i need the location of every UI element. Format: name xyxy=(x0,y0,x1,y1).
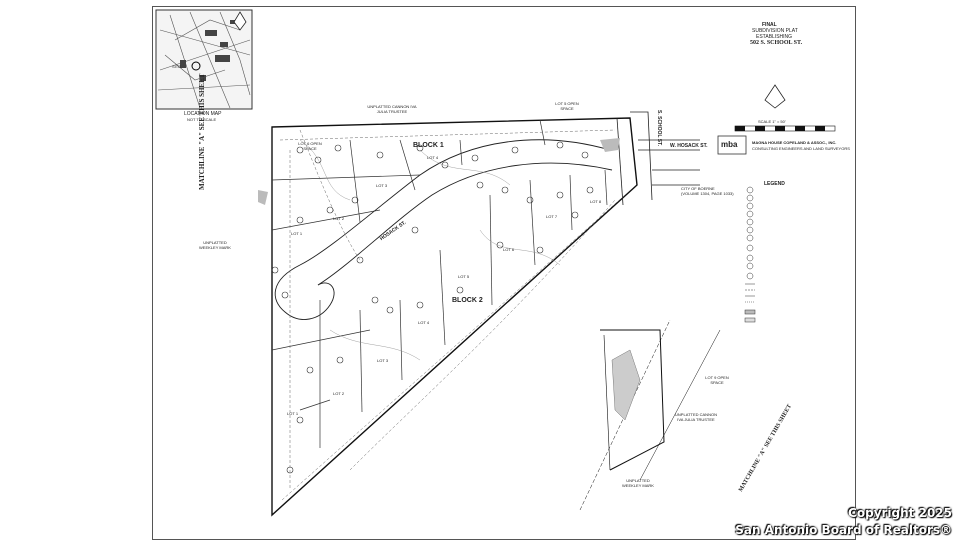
location-map-sub: NOT TO SCALE xyxy=(187,117,217,122)
easement-lines xyxy=(279,129,626,501)
location-map-site: SITE xyxy=(172,64,181,69)
lot-1-top: LOT 1 xyxy=(291,231,303,236)
weekley-label: UNPLATTED WEEKLEY MARK xyxy=(199,240,231,250)
firm-logo: mba xyxy=(721,140,738,149)
plat-sheet xyxy=(152,6,856,540)
weekley-inset-label: UNPLATTED WEEKLEY MARK xyxy=(622,478,654,488)
legend-title: LEGEND xyxy=(764,181,785,187)
lot-3-top: LOT 3 xyxy=(376,183,388,188)
lot-8: LOT 8 xyxy=(590,199,602,204)
block-2-label: BLOCK 2 xyxy=(452,297,483,304)
lot9-open-space-label: LOT 9 OPEN SPACE xyxy=(705,375,729,385)
lot-4-top: LOT 4 xyxy=(427,155,439,160)
lot-1: LOT 1 xyxy=(287,411,299,416)
city-label: CITY OF BOERNE xyxy=(681,186,715,191)
north-arrow-icon xyxy=(233,11,247,31)
location-map xyxy=(155,9,253,110)
cannon-inset-label: UNPLATTED CANNON IVA JULIA TRUSTEE xyxy=(675,412,717,422)
tree-symbols xyxy=(271,141,594,474)
city-sub-label: (VOLUME 1304, PAGE 1033) xyxy=(681,191,734,196)
cannon-top-label: UNPLATTED CANNON IVA JULIA TRUSTEE xyxy=(367,104,417,114)
lot-6: LOT 6 xyxy=(503,247,515,252)
location-map-label: LOCATION MAP xyxy=(184,111,222,117)
firm-sub: CONSULTING ENGINEERS AND LAND SURVEYORS xyxy=(752,146,850,151)
site-marker xyxy=(191,61,201,71)
shaded-areas xyxy=(258,138,620,205)
scale-bar xyxy=(734,125,836,132)
north-arrow-main-icon xyxy=(764,84,786,109)
lot-2-top: LOT 2 xyxy=(333,216,345,221)
block-1-label: BLOCK 1 xyxy=(413,142,444,149)
scale-label: SCALE 1" = 50' xyxy=(758,119,786,124)
lot6-open-space-label: LOT 6 OPEN SPACE xyxy=(298,141,322,151)
curved-road xyxy=(274,139,613,320)
copyright-org: San Antonio Board of Realtors® xyxy=(735,523,952,537)
lot-2: LOT 2 xyxy=(333,391,345,396)
legend-symbols xyxy=(744,186,756,323)
title-final: FINAL xyxy=(762,22,777,28)
matchline-left: MATCHLINE "A" SEE THIS SHEET xyxy=(198,73,206,190)
title-subdivision: SUBDIVISION PLAT xyxy=(752,28,798,34)
lot-4: LOT 4 xyxy=(418,320,430,325)
lot-lines xyxy=(271,119,608,448)
lot5-open-space-label: LOT 5 OPEN SPACE xyxy=(555,101,579,111)
street-hosack: W. HOSACK ST. xyxy=(670,143,708,149)
lot-5: LOT 5 xyxy=(458,274,470,279)
street-lines xyxy=(616,111,700,206)
firm-name: MAGNA HOUSE COPELAND & ASSOC., INC. xyxy=(752,140,837,145)
inset-shaded xyxy=(611,349,641,421)
copyright-line: Copyright 2025 xyxy=(848,506,952,520)
title-address: 502 S. SCHOOL ST. xyxy=(750,40,803,46)
plat-boundary xyxy=(271,117,638,517)
title-establishing: ESTABLISHING xyxy=(756,34,793,40)
contour-lines xyxy=(299,139,561,361)
lot-7: LOT 7 xyxy=(546,214,558,219)
lot-3: LOT 3 xyxy=(377,358,389,363)
firm-logo-box xyxy=(717,135,747,155)
street-school: S. SCHOOL ST. xyxy=(656,110,662,147)
